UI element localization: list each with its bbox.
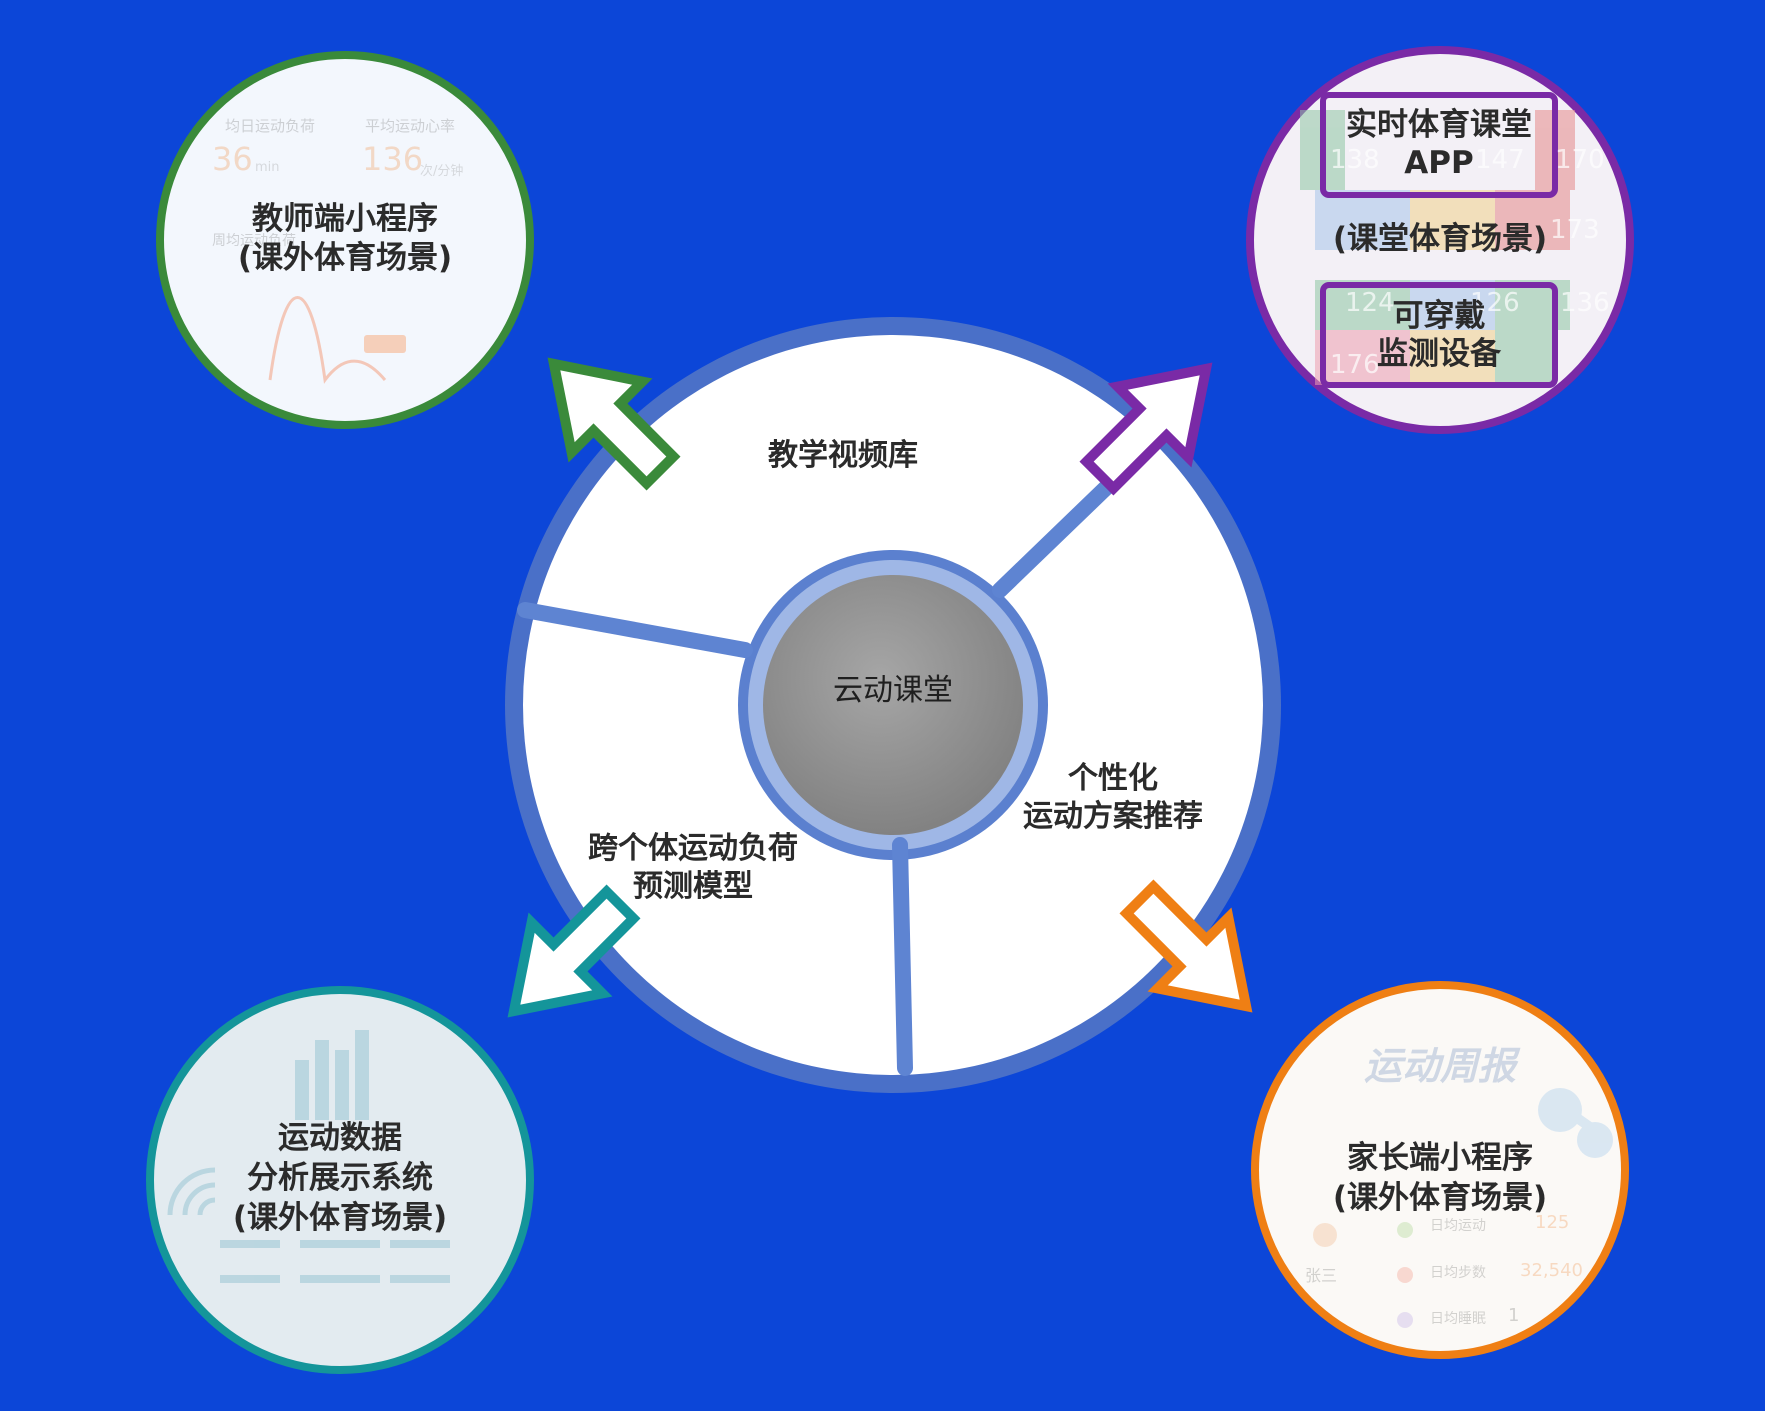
parent-bg-dumbbell bbox=[1538, 1088, 1613, 1158]
analytics-bg-rings bbox=[167, 1167, 216, 1216]
spoke-left bbox=[517, 602, 753, 658]
satellite-analytics-label: 运动数据 分析展示系统 (课外体育场景) bbox=[200, 1118, 480, 1238]
teacher-bg-text-5: 136 bbox=[362, 140, 424, 178]
classroom-bg-num-6: 126 bbox=[1470, 288, 1520, 318]
classroom-bg-num-2: 147 bbox=[1475, 145, 1525, 175]
satellite-parent-label: 家长端小程序 (课外体育场景) bbox=[1300, 1138, 1580, 1218]
hub-label: 云动课堂 bbox=[833, 673, 953, 708]
satellite-analytics-line-1: 运动数据 bbox=[278, 1120, 402, 1156]
teacher-bg-curve bbox=[268, 296, 387, 384]
classroom-box-device-line-1: 可穿戴 bbox=[1392, 298, 1486, 334]
satellite-parent-title: 运动周报 bbox=[1363, 1044, 1516, 1088]
segment-label-personalized-line-2: 运动方案推荐 bbox=[1023, 798, 1203, 834]
satellite-analytics-line-2: 分析展示系统 bbox=[247, 1160, 433, 1196]
hub-circle bbox=[763, 575, 1023, 835]
classroom-bg-num-8: 176 bbox=[1330, 350, 1380, 380]
arrow-to-parent bbox=[1119, 879, 1253, 1013]
segment-label-load-model-line-2: 预测模型 bbox=[633, 868, 753, 904]
teacher-bg-text-2: 平均运动心率 bbox=[365, 117, 456, 135]
satellite-teacher-line-1: 教师端小程序 bbox=[252, 201, 438, 237]
teacher-bg-text-4: min bbox=[255, 160, 280, 175]
satellite-teacher-label: 教师端小程序 (课外体育场景) bbox=[205, 200, 485, 278]
segment-label-personalized-plan: 个性化 运动方案推荐 bbox=[1003, 760, 1223, 835]
teacher-bg-text-1: 均日运动负荷 bbox=[225, 117, 316, 135]
teacher-bg-text-6: 次/分钟 bbox=[420, 164, 464, 179]
classroom-box-app bbox=[1320, 92, 1558, 198]
satellite-parent-circle bbox=[1251, 981, 1629, 1359]
parent-bg-text-2: 125 bbox=[1535, 1212, 1570, 1233]
classroom-bg-num-5: 124 bbox=[1345, 288, 1395, 318]
classroom-box-app-line-2: APP bbox=[1404, 145, 1474, 181]
satellite-parent-line-1: 家长端小程序 bbox=[1347, 1140, 1533, 1176]
satellite-teacher-circle bbox=[156, 51, 534, 429]
classroom-box-device bbox=[1320, 282, 1558, 388]
segment-label-personalized-line-1: 个性化 bbox=[1068, 761, 1158, 796]
classroom-bg-num-4: 173 bbox=[1550, 215, 1600, 245]
classroom-box-app-label: 实时体育课堂 APP bbox=[1323, 106, 1555, 182]
arrow-to-classroom bbox=[1079, 362, 1213, 496]
teacher-bg-text-3: 36 bbox=[212, 140, 253, 178]
classroom-bg-num-7: 136 bbox=[1560, 288, 1610, 318]
teacher-bg-text-7: 周均运动负荷 bbox=[212, 233, 296, 249]
arrow-to-teacher bbox=[547, 357, 681, 491]
parent-bg-text-5: 32,540 bbox=[1520, 1260, 1583, 1281]
parent-bg-text-4: 日均步数 bbox=[1430, 1265, 1486, 1281]
classroom-box-device-label: 可穿戴 监测设备 bbox=[1323, 297, 1555, 373]
segment-label-load-model-line-1: 跨个体运动负荷 bbox=[588, 831, 798, 866]
satellite-analytics-line-3: (课外体育场景) bbox=[232, 1200, 448, 1236]
classroom-box-app-line-1: 实时体育课堂 bbox=[1346, 107, 1532, 143]
classroom-bg-num-1: 138 bbox=[1330, 145, 1380, 175]
classroom-bg-num-3: 170 bbox=[1555, 145, 1605, 175]
arrow-to-analytics bbox=[507, 884, 641, 1018]
classroom-middle-label: (课堂体育场景) bbox=[1332, 221, 1548, 257]
satellite-analytics-circle bbox=[146, 986, 534, 1374]
teacher-bg-tag bbox=[364, 335, 406, 353]
parent-bg-text-1: 日均运动 bbox=[1430, 1218, 1486, 1234]
parent-bg-text-6: 日均睡眠 bbox=[1430, 1311, 1486, 1327]
spoke-bottom bbox=[892, 837, 913, 1076]
parent-bg-text-7: 1 bbox=[1508, 1305, 1520, 1326]
parent-bg-dots bbox=[1313, 1222, 1413, 1328]
satellite-teacher-line-2: (课外体育场景) bbox=[237, 239, 453, 276]
segment-label-video-library: 教学视频库 bbox=[768, 438, 918, 473]
satellite-parent-line-2: (课外体育场景) bbox=[1332, 1180, 1548, 1216]
parent-bg-text-3: 张三 bbox=[1305, 1266, 1338, 1285]
segment-label-load-model: 跨个体运动负荷 预测模型 bbox=[563, 830, 823, 905]
classroom-box-device-line-2: 监测设备 bbox=[1377, 336, 1501, 372]
analytics-bg-bars bbox=[220, 1030, 450, 1283]
